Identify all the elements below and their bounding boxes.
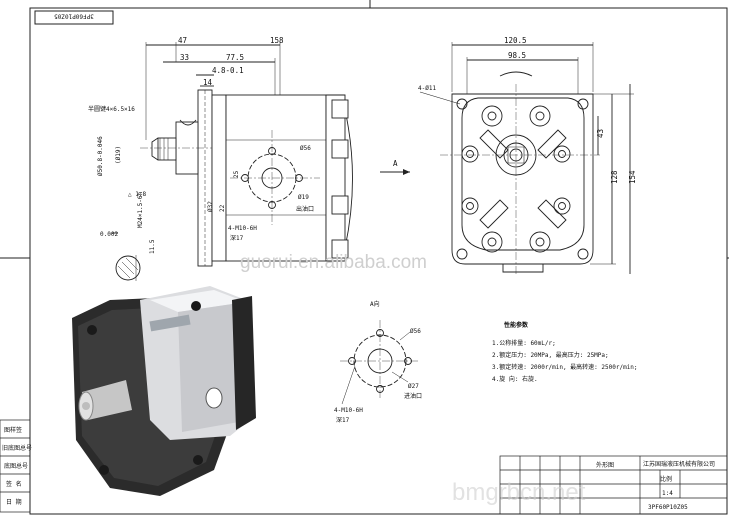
dim-120-5: 120.5 [504,36,527,45]
tolerance-0-002: 0.002 [100,231,118,238]
view-a-bolt: 4-M10-6H [334,407,363,414]
left-table-4: 签 名 [6,480,22,488]
view-a-dia-27: Ø27 [408,383,419,390]
mount-holes: 4-Ø11 [418,85,436,92]
dim-11-5: 11.5 [149,239,156,254]
dim-32: Ø32 [207,201,214,212]
left-table-5: 日 期 [6,498,22,506]
dim-25: 25 [233,170,240,178]
bolt-depth: 深17 [230,234,244,242]
spec-item-2: 2.额定压力: 20MPa, 最高压力: 25MPa; [492,351,609,359]
sheet-border [29,7,728,515]
view-a-title: A向 [370,300,380,308]
spec-item-1: 1.公称排量: 60mL/r; [492,339,556,347]
dim-158: 158 [270,36,284,45]
dim-19: (Ø19) [115,146,122,164]
dim-14: 14 [203,78,213,87]
drawing-number: 3PF60P10Z05 [648,504,688,511]
watermark-center: guorui.en.alibaba.com [240,252,427,273]
watermark-corner: bmgrbcn.net [452,479,586,506]
key-label: 半圆键4×6.5×16 [88,105,135,113]
thread-label: M24×1.5-6h [137,191,144,228]
dim-43: 43 [596,129,605,138]
taper-label: △ 1:8 [128,191,146,198]
view-a [340,320,420,405]
dim-4-8: 4.8-0.1 [212,66,244,75]
view-a-inlet: 进油口 [404,392,422,400]
pump-render [72,286,256,496]
front-view [419,42,634,275]
specs-title: 性能参数 [503,321,529,329]
dim-77-5: 77.5 [226,53,244,62]
drawing-name: 外形图 [596,461,614,469]
title-block [499,455,728,515]
scale-label: 比例 [660,475,672,483]
left-table-3: 底图总号 [4,462,28,470]
dim-47: 47 [178,36,187,45]
dim-22: 22 [219,204,226,212]
view-arrow-label: A [393,159,398,168]
view-a-depth: 深17 [336,416,350,424]
view-a-dia-56: Ø56 [410,328,421,335]
left-table-2: 旧底图总号 [2,444,32,452]
dim-98-5: 98.5 [508,51,526,60]
dim-154: 154 [628,170,637,184]
left-table-1: 图样签 [4,426,22,434]
dim-128: 128 [610,170,619,184]
outlet-label: 出油口 [296,205,314,213]
code-stamp: 3PF60P10Z05 [54,13,94,20]
bolt-spec: 4-M10-6H [228,225,257,232]
scale-value: 1:4 [662,490,673,497]
side-view [112,42,353,281]
code-stamp-box [34,10,114,25]
left-stamp-table [0,419,31,513]
company-name: 江苏国瑞液压机械有限公司 [643,460,715,468]
outlet-dia-19: Ø19 [298,194,309,201]
spec-item-4: 4.旋 向: 右旋. [492,375,538,383]
dim-33: 33 [180,53,189,62]
outlet-dia-56: Ø56 [300,145,311,152]
spec-item-3: 3.额定转速: 2000r/min, 最高转速: 2500r/min; [492,363,638,371]
shaft-diameter: Ø50.8-0.046 [97,136,104,176]
view-arrow [380,169,410,175]
